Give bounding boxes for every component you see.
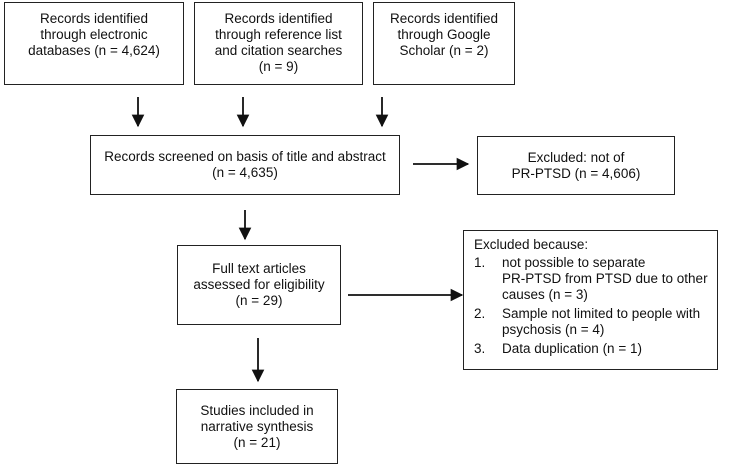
- box-line: (n = 9): [258, 59, 299, 74]
- list-text: Data duplication (n = 1): [502, 341, 642, 356]
- excluded-heading: Excluded because:: [474, 237, 589, 252]
- list-text: causes (n = 3): [502, 287, 588, 302]
- box-line: (n = 4,635): [212, 165, 278, 180]
- box-line: Excluded: not of: [527, 149, 625, 165]
- box-excluded-reasons: Excluded because: 1. not possible to sep…: [463, 230, 718, 370]
- excluded-reasons-list: 1. not possible to separate PR-PTSD from…: [474, 255, 709, 360]
- list-item: 2. Sample not limited to people with psy…: [474, 306, 709, 338]
- box-line: assessed for eligibility: [193, 277, 325, 292]
- box-line: Records identified: [224, 11, 333, 26]
- box-line: (n = 21): [233, 434, 281, 450]
- box-line: Scholar (n = 2): [399, 43, 489, 58]
- box-line: through Google: [397, 27, 491, 42]
- box-excluded-not-pr-ptsd: Excluded: not of PR-PTSD (n = 4,606): [477, 136, 675, 195]
- list-number: 1.: [474, 255, 486, 270]
- box-line: databases (n = 4,624): [28, 43, 160, 58]
- list-text: psychosis (n = 4): [502, 322, 605, 337]
- box-records-screened: Records screened on basis of title and a…: [90, 135, 400, 195]
- box-line: Studies included in: [200, 402, 314, 418]
- box-studies-included: Studies included in narrative synthesis …: [176, 389, 338, 464]
- box-line: Records identified: [39, 11, 149, 26]
- list-number: 2.: [474, 306, 486, 321]
- box-line: Full text articles: [212, 261, 306, 276]
- list-number: 3.: [474, 341, 486, 356]
- box-line: Records identified: [389, 11, 499, 26]
- box-line: through reference list: [215, 27, 342, 42]
- box-electronic-databases: Records identified through electronic da…: [4, 2, 184, 85]
- list-item: 3. Data duplication (n = 1): [474, 341, 709, 357]
- box-full-text-assessed: Full text articles assessed for eligibil…: [177, 245, 341, 325]
- list-item: 1. not possible to separate PR-PTSD from…: [474, 255, 709, 303]
- box-line: through electronic: [40, 27, 148, 42]
- box-line: and citation searches: [214, 43, 343, 58]
- list-text: not possible to separate: [502, 255, 646, 270]
- box-line: PR-PTSD (n = 4,606): [511, 165, 641, 181]
- box-google-scholar: Records identified through Google Schola…: [373, 2, 515, 85]
- list-text: Sample not limited to people with: [502, 306, 701, 321]
- list-text: PR-PTSD from PTSD due to other: [502, 271, 708, 286]
- box-line: Records screened on basis of title and a…: [104, 149, 386, 164]
- box-line: (n = 29): [235, 293, 283, 308]
- box-reference-list: Records identified through reference lis…: [194, 2, 363, 85]
- box-line: narrative synthesis: [200, 418, 314, 434]
